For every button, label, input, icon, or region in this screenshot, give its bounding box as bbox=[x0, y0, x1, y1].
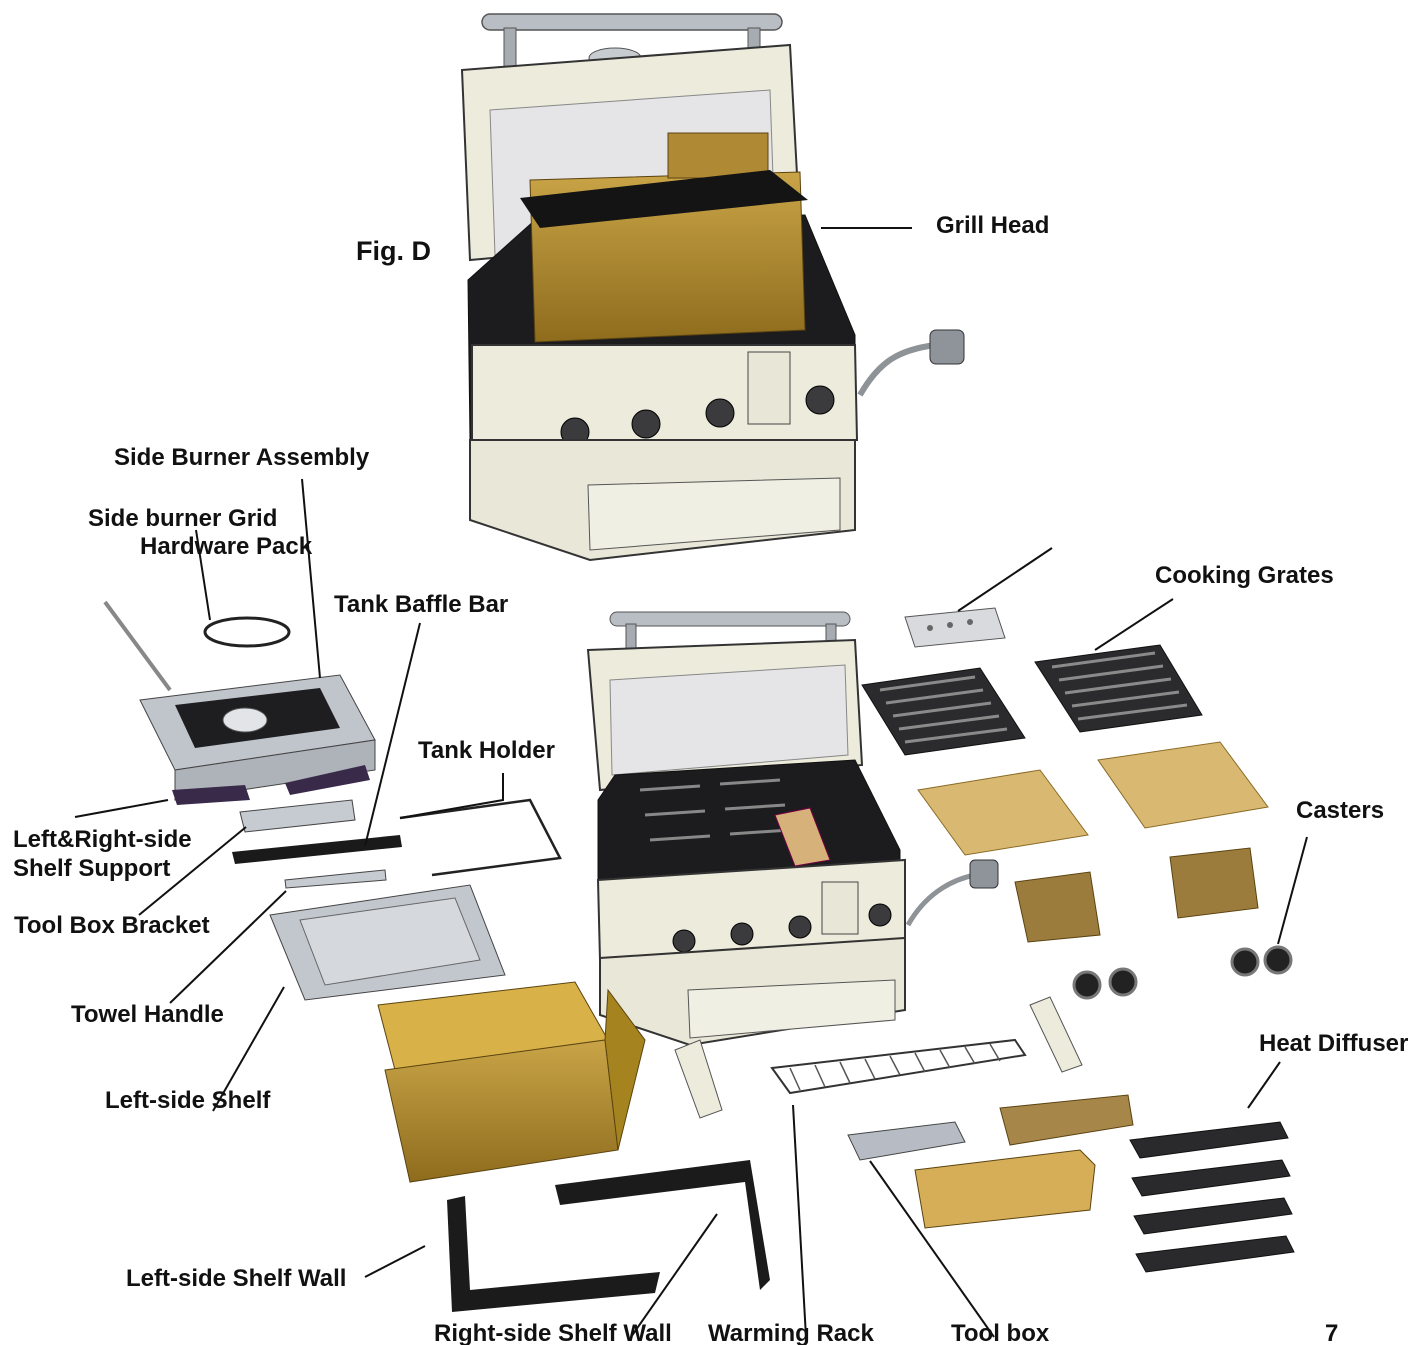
grill-head-lower bbox=[586, 611, 999, 1047]
heat-diffuser-part bbox=[1129, 1121, 1295, 1273]
tool-box-part bbox=[847, 1121, 966, 1161]
label-cooking-grates: Cooking Grates bbox=[1155, 562, 1334, 589]
label-shelf-support-line1: Left&Right-side bbox=[13, 826, 192, 853]
side-burner-assembly-part bbox=[103, 600, 376, 801]
label-towel-handle: Towel Handle bbox=[71, 1001, 224, 1028]
grill-head-top bbox=[460, 13, 965, 562]
carton-box-part bbox=[377, 981, 646, 1183]
cooking-grates-part bbox=[861, 644, 1203, 756]
figure-label: Fig. D bbox=[356, 236, 431, 266]
hardware-pack-part bbox=[904, 607, 1006, 648]
label-side-burner-grid: Side burner Grid bbox=[88, 505, 278, 532]
label-hardware-pack: Hardware Pack bbox=[140, 533, 313, 560]
label-right-side-shelf-wall: Right-side Shelf Wall bbox=[434, 1320, 672, 1345]
tank-holder-part bbox=[399, 798, 562, 877]
shelf-supports-part bbox=[172, 765, 402, 889]
label-tank-holder: Tank Holder bbox=[418, 737, 555, 764]
label-tool-box-bracket: Tool Box Bracket bbox=[14, 912, 210, 939]
label-grill-head: Grill Head bbox=[936, 212, 1050, 239]
shelf-walls-part bbox=[447, 1160, 770, 1312]
label-heat-diffuser: Heat Diffuser bbox=[1259, 1030, 1409, 1057]
label-casters: Casters bbox=[1296, 797, 1385, 824]
leader-lines bbox=[74, 227, 1308, 1338]
cardboard-sheets bbox=[917, 741, 1269, 943]
label-shelf-support-line2: Shelf Support bbox=[13, 855, 171, 882]
casters-part bbox=[1072, 945, 1293, 1000]
left-side-shelf-part bbox=[269, 884, 506, 1001]
label-tool-box: Tool box bbox=[951, 1320, 1050, 1345]
label-warming-rack: Warming Rack bbox=[708, 1320, 874, 1345]
loose-small-parts bbox=[674, 996, 1134, 1229]
label-side-burner-assembly: Side Burner Assembly bbox=[114, 444, 370, 471]
label-tank-baffle-bar: Tank Baffle Bar bbox=[334, 591, 509, 618]
warming-rack-part bbox=[770, 1038, 1027, 1095]
label-left-side-shelf-wall: Left-side Shelf Wall bbox=[126, 1265, 347, 1292]
label-left-side-shelf: Left-side Shelf bbox=[105, 1087, 271, 1114]
page-number: 7 bbox=[1325, 1320, 1339, 1345]
